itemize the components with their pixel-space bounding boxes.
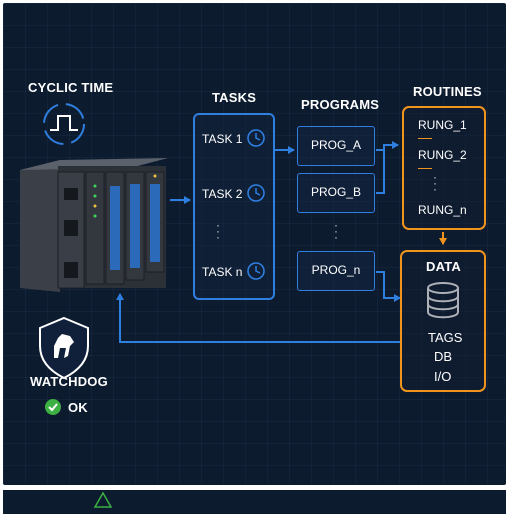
watchdog-shield-icon bbox=[39, 316, 89, 380]
task-label: TASK n bbox=[202, 265, 243, 279]
ellipsis: ··· bbox=[433, 170, 437, 196]
cyclic-time-label: CYCLIC TIME bbox=[28, 80, 114, 95]
task-label: TASK 1 bbox=[202, 132, 243, 146]
program-box: PROG_n bbox=[297, 251, 375, 291]
plc-rack bbox=[20, 158, 168, 292]
routines-box bbox=[402, 106, 486, 230]
data-heading: DATA bbox=[426, 259, 461, 274]
diagram-panel bbox=[3, 3, 506, 485]
ellipsis: ··· bbox=[216, 218, 220, 244]
program-box: PROG_B bbox=[297, 173, 375, 213]
data-item: I/O bbox=[434, 369, 452, 384]
watchdog-label: WATCHDOG bbox=[30, 374, 108, 389]
cyclic-time-icon bbox=[43, 103, 85, 145]
routine-label: RUNG_1 bbox=[418, 118, 467, 132]
watchdog-status: OK bbox=[68, 400, 88, 415]
program-box: PROG_A bbox=[297, 126, 375, 166]
clock-icon bbox=[247, 262, 265, 280]
clock-icon bbox=[247, 129, 265, 147]
warning-icon bbox=[93, 491, 113, 508]
routine-label: RUNG_n bbox=[418, 203, 467, 217]
database-icon bbox=[427, 282, 459, 319]
lower-panel bbox=[3, 490, 506, 514]
data-box bbox=[400, 250, 486, 392]
routine-label: RUNG_2 bbox=[418, 148, 467, 162]
task-label: TASK 2 bbox=[202, 187, 243, 201]
routines-heading: ROUTINES bbox=[413, 84, 482, 99]
check-icon bbox=[45, 399, 61, 415]
tasks-heading: TASKS bbox=[212, 90, 257, 105]
data-item: TAGS bbox=[428, 330, 463, 345]
routine-underline bbox=[418, 168, 432, 169]
programs-heading: PROGRAMS bbox=[301, 97, 380, 112]
clock-icon bbox=[247, 184, 265, 202]
ellipsis: ··· bbox=[334, 218, 338, 244]
data-item: DB bbox=[434, 349, 453, 364]
routine-underline bbox=[418, 138, 432, 139]
